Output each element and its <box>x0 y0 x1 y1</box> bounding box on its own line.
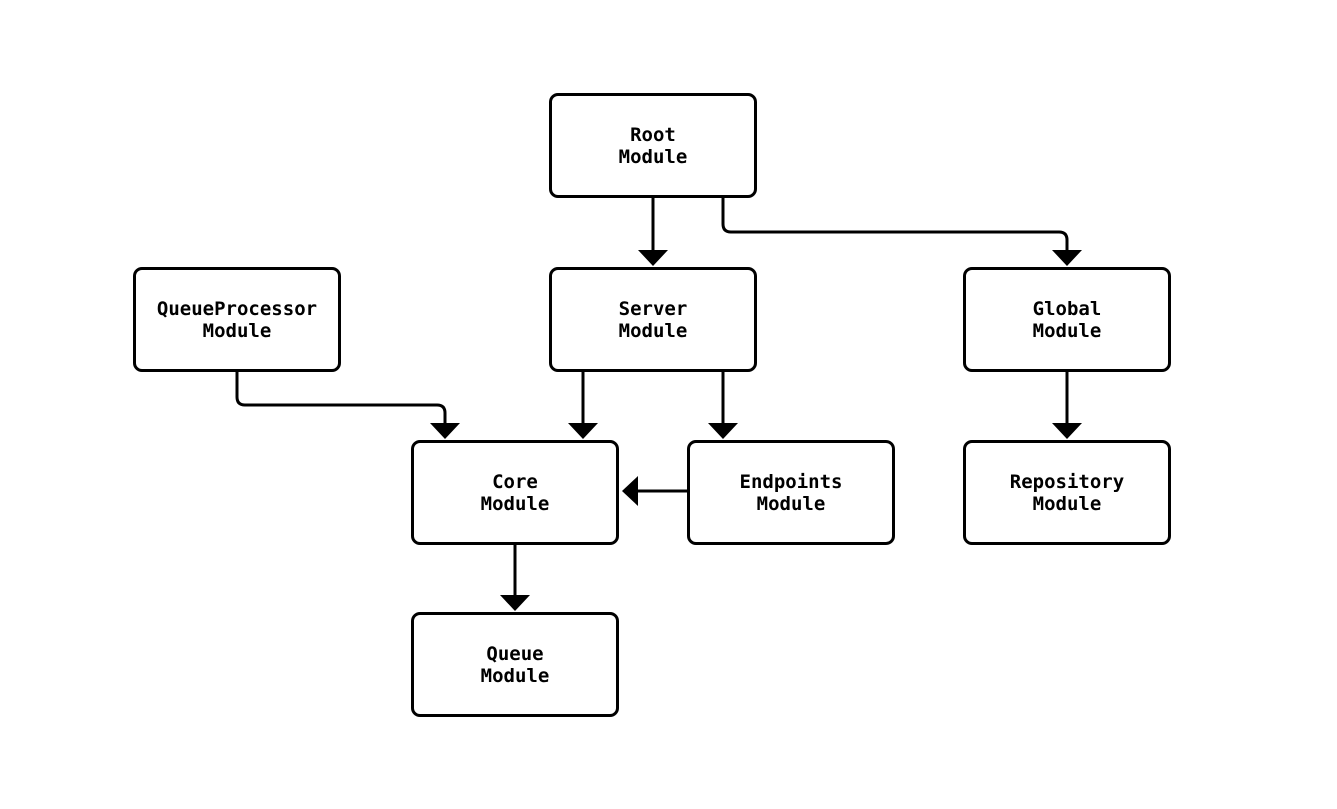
node-queueprocessor-module: QueueProcessor Module <box>133 267 341 372</box>
node-global-module-label: Global Module <box>1032 297 1102 342</box>
node-core-module-label: Core Module <box>480 470 550 515</box>
node-repository-module-label: Repository Module <box>1009 470 1125 515</box>
node-global-module: Global Module <box>963 267 1171 372</box>
node-server-module: Server Module <box>549 267 757 372</box>
edge-queueprocessor-to-core-arrow <box>235 372 460 439</box>
edge-root-to-global-arrow <box>721 198 1082 266</box>
node-core-module: Core Module <box>411 440 619 545</box>
node-root-module: Root Module <box>549 93 757 198</box>
node-endpoints-module-label: Endpoints Module <box>739 470 843 515</box>
node-server-module-label: Server Module <box>618 297 688 342</box>
node-repository-module: Repository Module <box>963 440 1171 545</box>
node-queue-module: Queue Module <box>411 612 619 717</box>
node-endpoints-module: Endpoints Module <box>687 440 895 545</box>
node-queueprocessor-module-label: QueueProcessor Module <box>156 297 318 342</box>
node-queue-module-label: Queue Module <box>480 642 550 687</box>
node-root-module-label: Root Module <box>618 123 688 168</box>
